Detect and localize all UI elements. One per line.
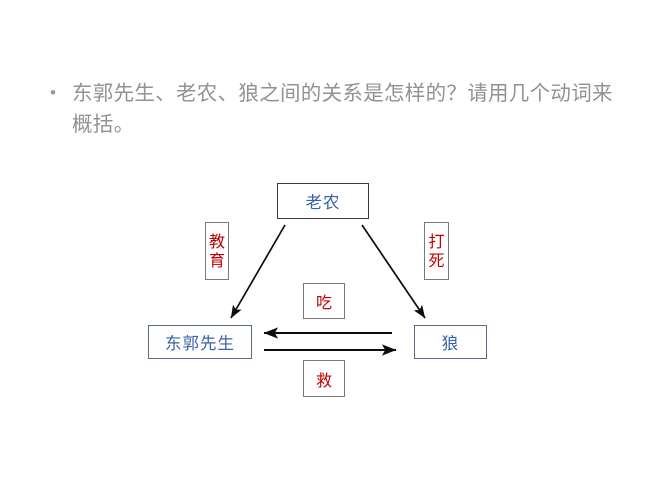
- edge-label-dasi[interactable]: 打 死: [424, 222, 449, 280]
- arrow-laonong-to-lang: [361, 224, 426, 319]
- arrow-laonong-to-dongguo: [230, 224, 286, 319]
- edge-label-jiu[interactable]: 救: [303, 360, 345, 397]
- node-laonong-label: 老农: [305, 193, 341, 212]
- edge-label-jiaoyu-char-2: 育: [208, 251, 225, 270]
- bullet-question-text: 东郭先生、老农、狼之间的关系是怎样的？请用几个动词来概括。: [72, 81, 613, 136]
- edge-label-jiaoyu[interactable]: 教 育: [205, 222, 229, 280]
- edge-label-dasi-char-2: 死: [428, 251, 445, 270]
- bullet-paragraph: • 东郭先生、老农、狼之间的关系是怎样的？请用几个动词来概括。: [48, 78, 623, 140]
- node-dongguo-label: 东郭先生: [165, 334, 235, 353]
- node-lang-label: 狼: [441, 334, 460, 353]
- node-dongguo[interactable]: 东郭先生: [148, 325, 252, 359]
- edge-label-chi-text: 吃: [315, 293, 332, 312]
- node-laonong[interactable]: 老农: [277, 183, 369, 219]
- edge-label-jiu-text: 救: [315, 370, 332, 390]
- node-lang[interactable]: 狼: [414, 325, 487, 359]
- edge-label-jiaoyu-char-1: 教: [208, 232, 225, 251]
- edge-label-chi[interactable]: 吃: [303, 283, 345, 319]
- bullet-marker-icon: •: [50, 83, 56, 102]
- edge-label-dasi-char-1: 打: [428, 232, 445, 251]
